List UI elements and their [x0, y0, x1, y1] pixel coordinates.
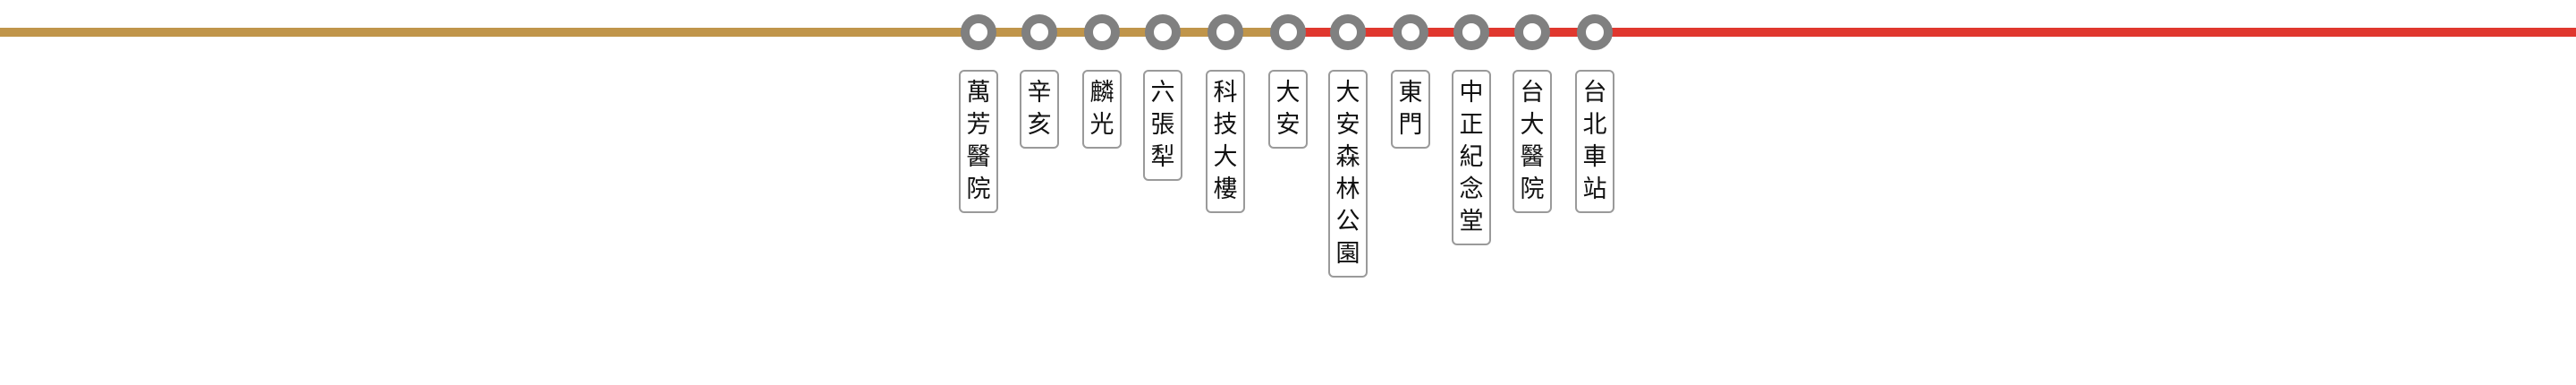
- station-name-char: 林: [1335, 175, 1360, 203]
- station-name-label[interactable]: 大安森林公園: [1328, 70, 1368, 278]
- station-name-label[interactable]: 麟光: [1082, 70, 1122, 149]
- station-name-char: 六: [1150, 79, 1175, 107]
- station-name-char: 念: [1459, 175, 1484, 203]
- station-marker-icon[interactable]: [961, 14, 996, 50]
- station-marker-icon[interactable]: [1514, 14, 1550, 50]
- station-name-char: 東: [1398, 79, 1423, 107]
- station-name-char: 紀: [1459, 143, 1484, 171]
- station-marker-icon[interactable]: [1208, 14, 1243, 50]
- station-name-label[interactable]: 大安: [1268, 70, 1308, 149]
- station-name-char: 亥: [1027, 111, 1052, 139]
- station-name-char: 安: [1275, 111, 1301, 139]
- station-name-char: 車: [1582, 143, 1607, 171]
- station-name-label[interactable]: 辛亥: [1020, 70, 1059, 149]
- station-name-char: 正: [1459, 111, 1484, 139]
- station-name-char: 科: [1213, 79, 1238, 107]
- station-marker-icon[interactable]: [1021, 14, 1057, 50]
- station-name-char: 大: [1275, 79, 1301, 107]
- station-name-char: 大: [1335, 79, 1360, 107]
- station-name-char: 大: [1520, 111, 1545, 139]
- station-name-label[interactable]: 六張犁: [1143, 70, 1182, 181]
- station-marker-icon[interactable]: [1270, 14, 1306, 50]
- station-name-char: 犁: [1150, 143, 1175, 171]
- station-name-char: 樓: [1213, 175, 1238, 203]
- station-name-char: 醫: [966, 143, 991, 171]
- station-marker-icon[interactable]: [1393, 14, 1428, 50]
- station-name-char: 辛: [1027, 79, 1052, 107]
- station-name-label[interactable]: 萬芳醫院: [959, 70, 998, 213]
- station-name-label[interactable]: 中正紀念堂: [1452, 70, 1491, 245]
- station-name-char: 門: [1398, 111, 1423, 139]
- station-name-char: 北: [1582, 111, 1607, 139]
- station-name-label[interactable]: 東門: [1391, 70, 1430, 149]
- station-name-char: 站: [1582, 175, 1607, 203]
- station-name-label[interactable]: 台大醫院: [1513, 70, 1552, 213]
- station-name-char: 中: [1459, 79, 1484, 107]
- station-name-char: 堂: [1459, 208, 1484, 235]
- station-marker-icon[interactable]: [1145, 14, 1181, 50]
- station-marker-icon[interactable]: [1577, 14, 1613, 50]
- station-name-char: 園: [1335, 240, 1360, 268]
- station-name-char: 麟: [1089, 79, 1114, 107]
- station-name-char: 醫: [1520, 143, 1545, 171]
- station-name-label[interactable]: 台北車站: [1575, 70, 1614, 213]
- station-name-char: 院: [966, 175, 991, 203]
- station-name-char: 萬: [966, 79, 991, 107]
- station-name-char: 技: [1213, 111, 1238, 139]
- station-marker-icon[interactable]: [1084, 14, 1120, 50]
- station-marker-icon[interactable]: [1453, 14, 1489, 50]
- station-name-char: 大: [1213, 143, 1238, 171]
- station-name-char: 台: [1520, 79, 1545, 107]
- station-name-label[interactable]: 科技大樓: [1206, 70, 1245, 213]
- station-name-char: 芳: [966, 111, 991, 139]
- station-name-char: 光: [1089, 111, 1114, 139]
- station-marker-icon[interactable]: [1330, 14, 1366, 50]
- station-name-char: 森: [1335, 143, 1360, 171]
- station-name-char: 張: [1150, 111, 1175, 139]
- station-name-char: 台: [1582, 79, 1607, 107]
- station-name-char: 安: [1335, 111, 1360, 139]
- station-name-char: 公: [1335, 208, 1360, 235]
- station-name-char: 院: [1520, 175, 1545, 203]
